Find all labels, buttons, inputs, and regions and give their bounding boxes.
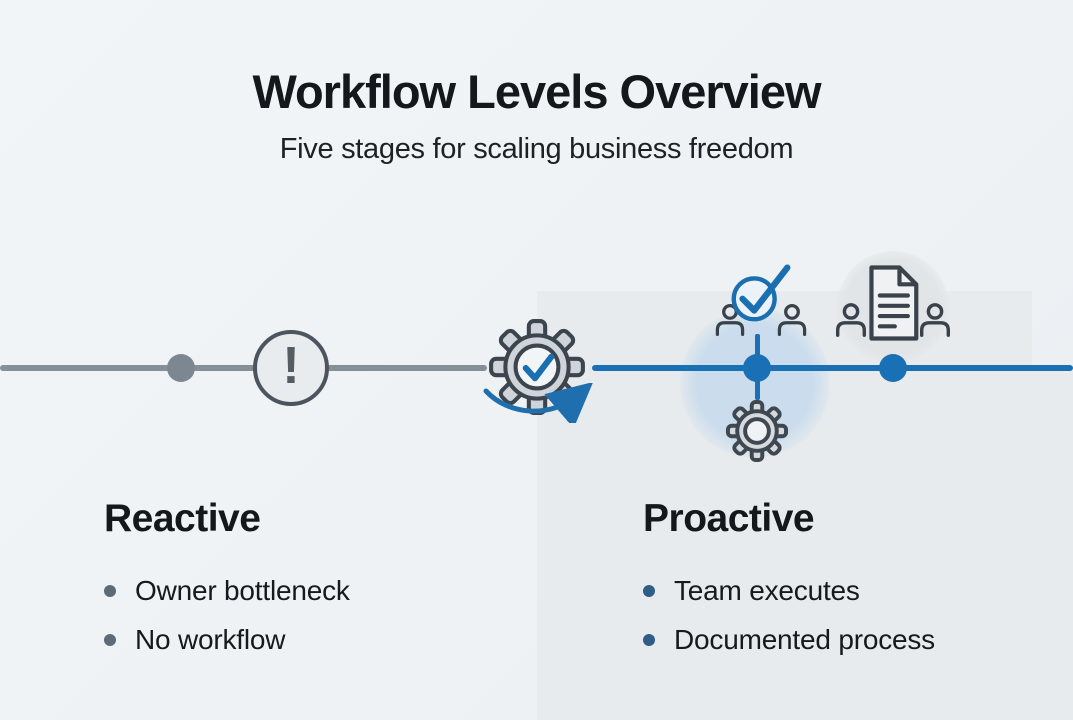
page-subtitle: Five stages for scaling business freedom (279, 133, 794, 165)
bullet-list: Team executes Documented process (643, 575, 935, 656)
section-title: Proactive (643, 497, 815, 540)
process-gear-icon (725, 399, 789, 463)
stage-5-node (879, 354, 907, 382)
exclamation-glyph: ! (282, 337, 300, 395)
bullet-list: Owner bottleneck No workflow (104, 575, 350, 656)
list-item: Team executes (643, 575, 935, 607)
list-item: Owner bottleneck (104, 575, 350, 607)
bullet-text: Team executes (674, 575, 860, 606)
person-icon (835, 303, 867, 337)
exclamation-circle-icon: ! (253, 330, 329, 406)
timeline-blue-segment (592, 365, 1073, 371)
bullet-dot-icon (104, 585, 116, 597)
bullet-text: Documented process (674, 624, 935, 655)
bullet-dot-icon (643, 585, 655, 597)
background-panel-strip (1032, 371, 1073, 720)
bullet-dot-icon (104, 634, 116, 646)
bullet-text: No workflow (135, 624, 286, 655)
person-icon (777, 303, 807, 337)
page-title: Workflow Levels Overview (252, 65, 821, 118)
dot-node-icon (167, 354, 195, 382)
bullet-text: Owner bottleneck (135, 575, 350, 606)
header: Workflow Levels Overview Five stages for… (0, 64, 1073, 166)
list-item: No workflow (104, 624, 350, 656)
stage-4-node (743, 354, 771, 382)
section-reactive: Reactive Owner bottleneck No workflow (104, 497, 350, 673)
circle-check-icon (731, 264, 791, 322)
timeline-gray-segment (0, 365, 487, 371)
cycle-arrow-icon (483, 383, 594, 423)
bullet-dot-icon (643, 634, 655, 646)
document-icon (869, 265, 919, 341)
list-item: Documented process (643, 624, 935, 656)
person-icon (919, 303, 951, 337)
section-title: Reactive (104, 497, 261, 540)
section-proactive: Proactive Team executes Documented proce… (643, 497, 935, 673)
